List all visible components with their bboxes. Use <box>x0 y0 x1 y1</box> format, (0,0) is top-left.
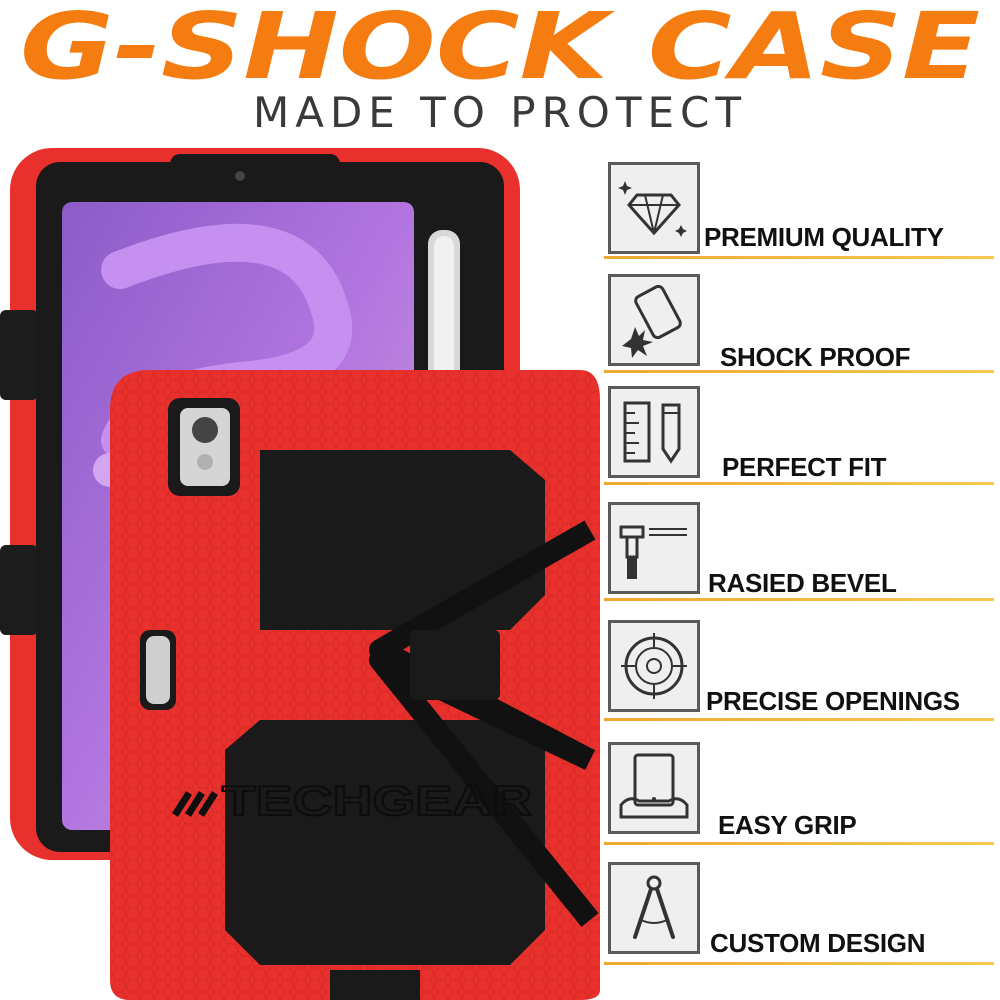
feature-premium-quality: PREMIUM QUALITY <box>604 158 1000 276</box>
ruler-pencil-icon <box>608 386 700 478</box>
feature-perfect-fit: PERFECT FIT <box>604 382 1000 500</box>
svg-text:TECHGEAR: TECHGEAR <box>222 777 532 824</box>
compass-icon <box>608 862 700 954</box>
feature-label: EASY GRIP <box>718 810 857 840</box>
feature-label: SHOCK PROOF <box>720 342 911 372</box>
feature-easy-grip: EASY GRIP <box>604 738 1000 856</box>
product-image: TECHGEAR <box>0 148 600 1000</box>
feature-label: PREMIUM QUALITY <box>704 222 944 252</box>
feature-raised-bevel: RASIED BEVEL <box>604 498 1000 616</box>
bevel-icon <box>608 502 700 594</box>
diamond-icon <box>608 162 700 254</box>
feature-precise-openings: PRECISE OPENINGS <box>604 616 1000 734</box>
subheadline: MADE TO PROTECT <box>252 88 747 137</box>
shock-icon <box>608 274 700 366</box>
feature-custom-design: CUSTOM DESIGN <box>604 858 1000 976</box>
feature-shock-proof: SHOCK PROOF <box>604 270 1000 388</box>
feature-label: RASIED BEVEL <box>708 568 897 598</box>
techgear-logo: TECHGEAR <box>172 776 533 825</box>
feature-label: PERFECT FIT <box>722 452 887 482</box>
target-icon <box>608 620 700 712</box>
feature-label: CUSTOM DESIGN <box>710 928 926 958</box>
back-view-tablet: TECHGEAR <box>110 370 600 1000</box>
feature-label: PRECISE OPENINGS <box>706 686 960 716</box>
headline: G-SHOCK CASE <box>20 0 980 90</box>
grip-icon <box>608 742 700 834</box>
headline-text: G-SHOCK CASE <box>20 0 980 90</box>
